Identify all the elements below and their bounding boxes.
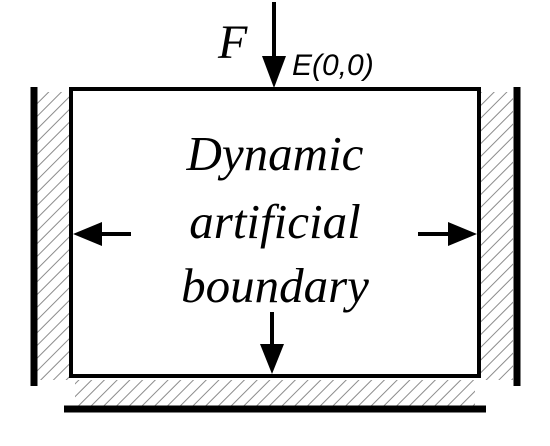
body-text-line-1: Dynamic (186, 126, 364, 181)
right-support-hatch (481, 92, 513, 380)
body-text-line-2: artificial (189, 194, 361, 249)
bottom-boundary-arrow (260, 312, 284, 374)
body-text-line-3: boundary (181, 258, 369, 313)
force-label: F (217, 16, 248, 69)
left-support-hatch (37, 92, 69, 380)
arrow-left-icon (73, 222, 102, 246)
force-arrow (262, 2, 286, 88)
point-label: E(0,0) (292, 49, 374, 82)
left-boundary-arrow (73, 222, 131, 246)
arrow-right-icon (448, 222, 477, 246)
domain-box (69, 87, 481, 378)
right-boundary-arrow (418, 222, 477, 246)
arrow-down-icon (262, 56, 286, 88)
arrow-down-icon (260, 344, 284, 374)
bottom-support-hatch (75, 380, 475, 408)
